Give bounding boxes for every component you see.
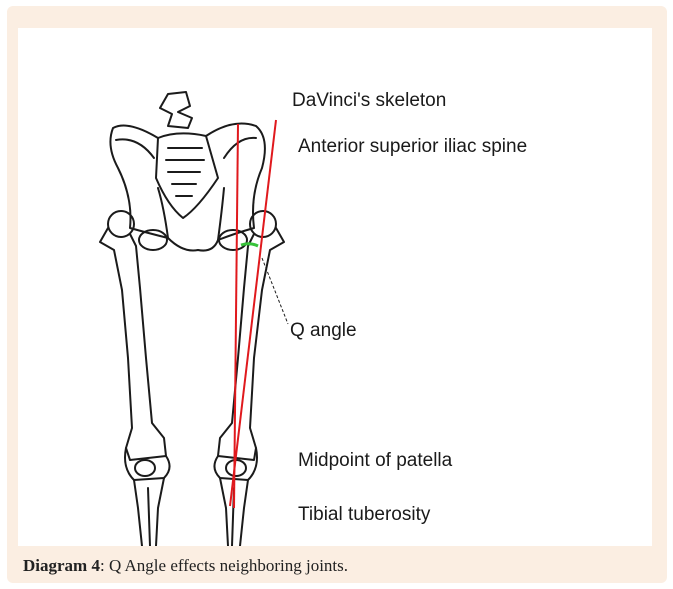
lumbar-spine: [160, 92, 192, 128]
femur-left: [100, 228, 166, 460]
label-q-angle: Q angle: [290, 320, 357, 342]
pubic-symphysis: [168, 238, 218, 251]
figure-area: DaVinci's skeleton Anterior superior ili…: [18, 28, 652, 546]
label-midpoint-of-patella: Midpoint of patella: [298, 450, 452, 472]
q-angle-arc: [241, 244, 258, 246]
diagram-caption: Diagram 4: Q Angle effects neighboring j…: [23, 556, 348, 576]
label-tibial-tuberosity: Tibial tuberosity: [298, 504, 430, 526]
sacrum: [156, 133, 218, 218]
caption-prefix: Diagram 4: [23, 556, 100, 575]
q-angle-leader: [262, 258, 288, 324]
tibia-left: [134, 478, 164, 546]
iliac-wing-left: [110, 126, 168, 238]
caption-text: : Q Angle effects neighboring joints.: [100, 556, 348, 575]
label-anterior-superior-iliac-spine: Anterior superior iliac spine: [298, 136, 527, 158]
label-davinci-skeleton: DaVinci's skeleton: [292, 90, 446, 112]
femur-right: [218, 228, 284, 460]
